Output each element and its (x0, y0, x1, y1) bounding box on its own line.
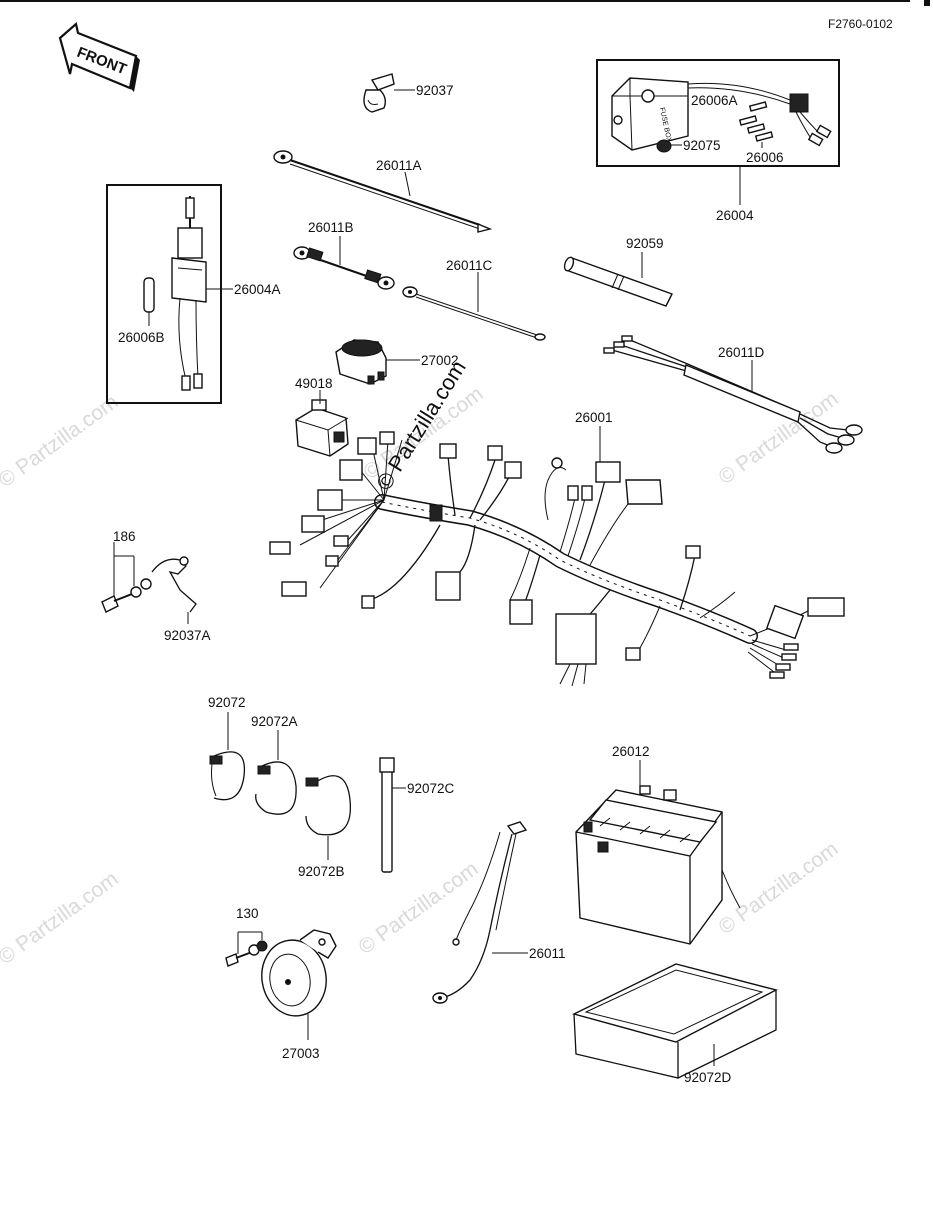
label-26012: 26012 (612, 744, 650, 759)
label-92059: 92059 (626, 236, 664, 251)
label-26006B: 26006B (118, 330, 165, 345)
watermark: © Partzilla.com (0, 867, 122, 969)
part-26011C-cable (402, 272, 546, 341)
part-92072C-strap (379, 757, 406, 873)
part-186-bolts (101, 542, 152, 613)
label-92037A: 92037A (164, 628, 211, 643)
part-92072A-band (255, 730, 297, 815)
part-49018-connector (295, 390, 349, 457)
label-130: 130 (236, 906, 259, 921)
part-26011-battery-cable (432, 821, 528, 1004)
label-26006: 26006 (746, 150, 784, 165)
part-92037-clamp (363, 73, 415, 113)
part-27003-horn (261, 929, 337, 1040)
watermark: © Partzilla.com (0, 390, 122, 492)
label-26001: 26001 (575, 410, 613, 425)
part-26012-battery (575, 760, 741, 945)
label-26011D: 26011D (718, 345, 765, 360)
label-92072A: 92072A (251, 714, 298, 729)
label-26011: 26011 (529, 946, 566, 961)
label-26004A: 26004A (234, 282, 281, 297)
label-92072B: 92072B (298, 864, 345, 879)
part-26004A-fuse-holder (106, 184, 233, 404)
label-92072: 92072 (208, 695, 246, 710)
part-92072D-tray (572, 963, 778, 1079)
corner-mark (924, 0, 930, 6)
watermark: © Partzilla.com (714, 837, 842, 939)
part-27002-relay (335, 339, 420, 385)
label-49018: 49018 (295, 376, 333, 391)
label-92072C: 92072C (407, 781, 455, 796)
label-27002: 27002 (421, 353, 459, 368)
part-26011B-cable (293, 236, 395, 290)
label-26004: 26004 (716, 208, 754, 223)
front-arrow: FRONT (58, 21, 140, 92)
part-130-bolts (225, 931, 268, 967)
label-27003: 27003 (282, 1046, 320, 1061)
part-92059-tube (563, 252, 673, 307)
part-26001-main-harness (269, 426, 845, 687)
label-92075: 92075 (683, 138, 721, 153)
label-92037: 92037 (416, 83, 454, 98)
part-26011A-cable (273, 150, 493, 233)
watermark: © Partzilla.com (354, 857, 482, 959)
part-26004-fuse-box: FUSE BOX (596, 59, 840, 205)
label-26011C: 26011C (446, 258, 493, 273)
part-92037A-bracket (151, 556, 197, 624)
label-92072D: 92072D (684, 1070, 732, 1085)
label-26011A: 26011A (376, 158, 422, 173)
label-26011B: 26011B (308, 220, 354, 235)
part-92072-band (209, 712, 246, 801)
reference-code: F2760-0102 (828, 17, 893, 31)
label-26006A: 26006A (691, 93, 738, 108)
part-92072B-band (305, 775, 352, 860)
part-26011D-cable (603, 335, 863, 454)
label-186: 186 (113, 529, 136, 544)
